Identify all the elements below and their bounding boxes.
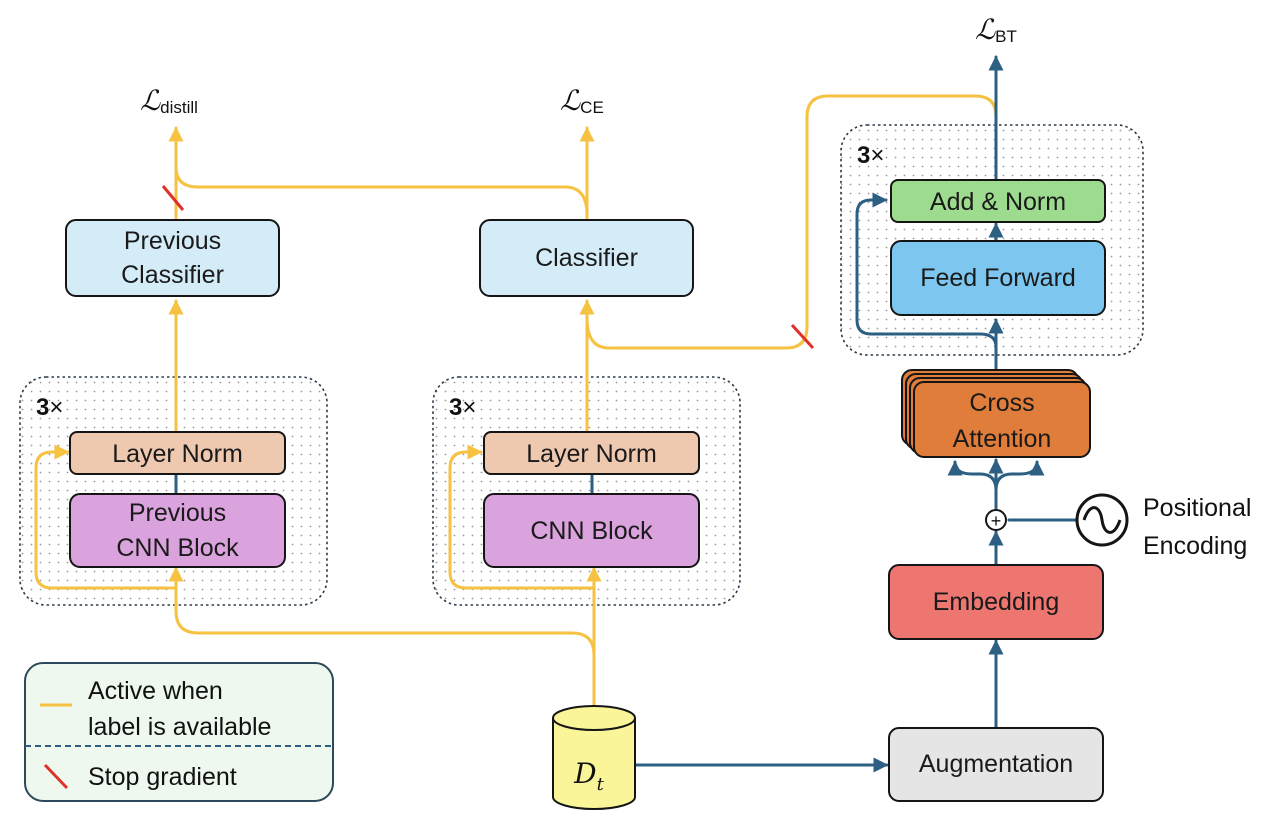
previous-cnn-block: Previous CNN Block (69, 493, 286, 568)
positional-encoding-label: Positional Encoding (1143, 494, 1258, 560)
repeat-container-left (19, 376, 328, 606)
positional-encoding-icon (1075, 493, 1129, 547)
dataset-cylinder: Dt (552, 705, 636, 810)
repeat-label-left: 3× (36, 394, 63, 421)
loss-bt-label: ℒBT (975, 13, 1017, 46)
stop-gradient-mark-right (790, 323, 815, 350)
classifier-block: Classifier (479, 219, 694, 297)
previous-classifier-block: Previous Classifier (65, 219, 280, 297)
loss-distill-label: ℒdistill (140, 84, 198, 117)
svg-text:CNN Block: CNN Block (530, 517, 653, 545)
cross-attention-block: Cross Attention (901, 369, 1091, 458)
svg-text:Augmentation: Augmentation (919, 750, 1073, 778)
svg-text:Previous: Previous (129, 499, 226, 527)
embedding-block: Embedding (888, 564, 1104, 640)
svg-text:Embedding: Embedding (933, 588, 1059, 616)
repeat-label-mid: 3× (449, 394, 476, 421)
label-active-paths (34, 94, 998, 707)
svg-text:Previous: Previous (124, 227, 221, 255)
svg-text:Feed Forward: Feed Forward (920, 264, 1076, 292)
svg-text:Classifier: Classifier (535, 244, 638, 272)
svg-text:Attention: Attention (953, 425, 1052, 453)
svg-text:Dt: Dt (573, 757, 604, 795)
svg-text:Cross: Cross (969, 389, 1034, 417)
svg-text:CNN Block: CNN Block (116, 534, 239, 562)
legend-stop-gradient-label: Stop gradient (88, 763, 237, 791)
repeat-label-right: 3× (857, 142, 884, 169)
svg-text:Layer Norm: Layer Norm (526, 440, 657, 468)
legend-active-label: Active when label is available (88, 677, 271, 741)
svg-text:Classifier: Classifier (121, 261, 224, 289)
loss-ce-label: ℒCE (560, 84, 604, 117)
augmentation-paths (174, 55, 1080, 773)
legend: Active when label is available Stop grad… (24, 662, 334, 802)
feed-forward-block: Feed Forward (890, 240, 1106, 316)
svg-text:+: + (991, 511, 1002, 531)
add-operator: + (985, 509, 1007, 531)
layer-norm-mid-block: Layer Norm (483, 431, 700, 475)
cnn-block: CNN Block (483, 493, 700, 568)
stop-gradient-mark-left (161, 185, 185, 211)
layer-norm-left-block: Layer Norm (69, 431, 286, 475)
augmentation-block: Augmentation (888, 727, 1104, 802)
legend-stop-gradient-swatch (43, 763, 69, 790)
add-norm-block: Add & Norm (890, 179, 1106, 223)
svg-text:Layer Norm: Layer Norm (112, 440, 243, 468)
svg-text:Add & Norm: Add & Norm (930, 188, 1066, 216)
